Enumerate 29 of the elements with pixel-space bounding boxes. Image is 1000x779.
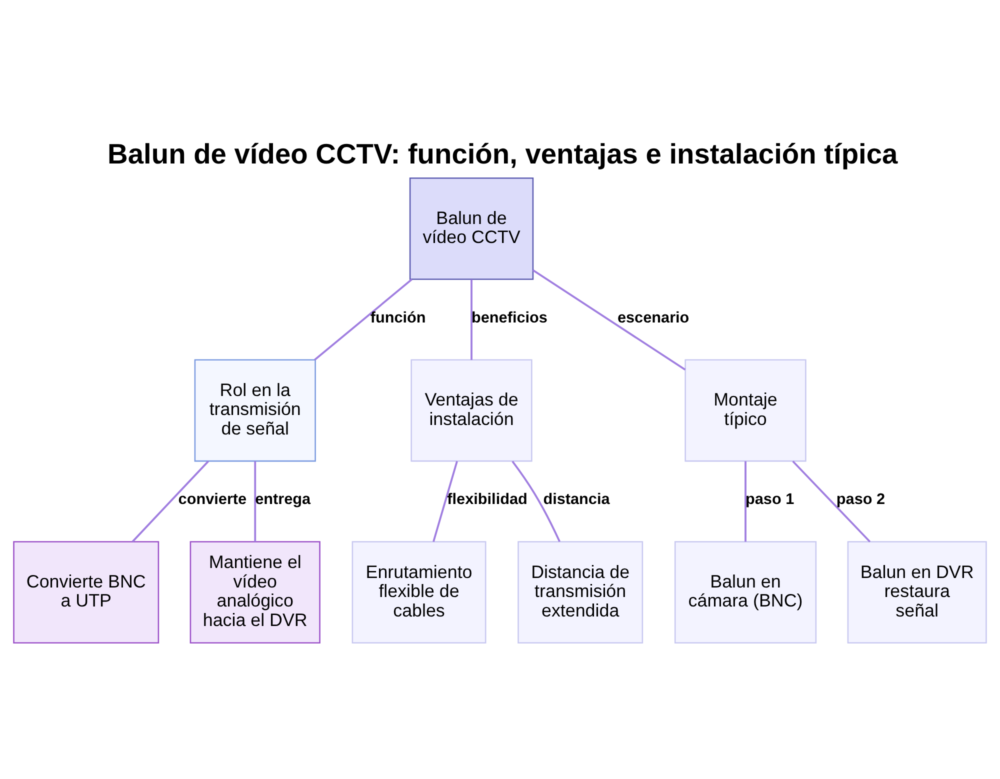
connector [132, 460, 210, 542]
connector [254, 460, 256, 542]
node-box: Montaje típico [684, 358, 806, 462]
connector [512, 460, 560, 542]
diagram-title: Balun de vídeo CCTV: función, ventajas e instalación típica [108, 138, 898, 169]
edge-label: beneficios [472, 308, 548, 326]
node-box: Balun de vídeo CCTV [409, 176, 534, 280]
node-box: Balun en DVR restaura señal [847, 540, 987, 644]
connector [792, 460, 871, 542]
connector [432, 460, 458, 542]
node-box: Ventajas de instalación [410, 358, 532, 462]
node-box: Convierte BNC a UTP [13, 540, 160, 644]
node-box: Rol en la transmisión de señal [194, 358, 316, 462]
edge-label: función [370, 308, 426, 326]
node-box: Mantiene el vídeo analógico hacia el DVR [190, 540, 320, 644]
node-box: Balun en cámara (BNC) [674, 540, 817, 644]
connector [532, 268, 686, 370]
edge-label: escenario [617, 308, 690, 326]
edge-label: paso 2 [836, 490, 886, 508]
edge-label: distancia [543, 490, 610, 508]
edge-label: paso 1 [746, 490, 794, 508]
connector [314, 278, 412, 360]
edge-label: convierte [178, 490, 247, 508]
edge-label: entrega [255, 490, 311, 508]
connector [744, 460, 746, 542]
node-box: Distancia de transmisión extendida [518, 540, 644, 644]
node-box: Enrutamiento flexible de cables [352, 540, 486, 644]
edge-label: flexibilidad [447, 490, 528, 508]
connector [470, 278, 472, 360]
